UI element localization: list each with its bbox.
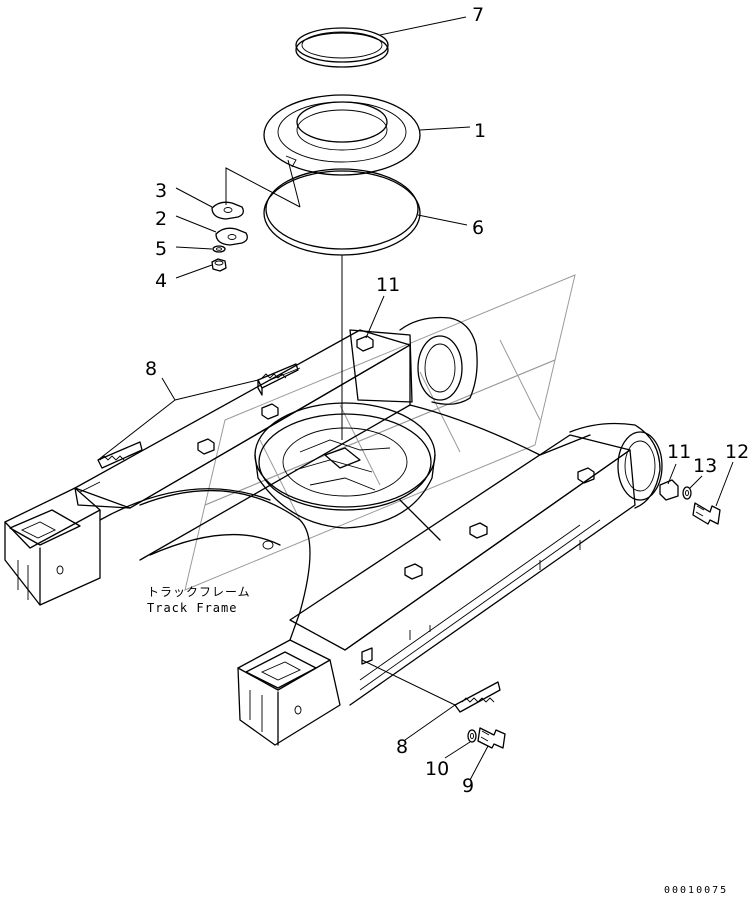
document-id: 00010075 <box>664 885 728 896</box>
part-1-seal <box>263 94 421 176</box>
callout-11-top: 11 <box>376 274 400 296</box>
callout-5: 5 <box>155 238 167 260</box>
part-6-o-ring <box>263 168 421 256</box>
stud-marker <box>285 155 297 168</box>
callout-3: 3 <box>155 180 167 202</box>
part-5-washer <box>212 245 226 253</box>
part-3-plate <box>211 201 244 220</box>
part-9-bolt <box>477 727 506 749</box>
callout-9: 9 <box>462 775 474 797</box>
part-4-nut <box>211 258 227 272</box>
callout-12: 12 <box>725 441 749 463</box>
part-8-guard-lower <box>361 647 501 713</box>
assembly-line <box>225 159 301 208</box>
leader-lines <box>97 16 734 781</box>
caption-japanese: トラックフレーム <box>147 585 251 599</box>
part-8-guard-upper <box>97 363 299 469</box>
callout-8-upper: 8 <box>145 358 157 380</box>
callout-13: 13 <box>693 455 717 477</box>
caption-english: Track Frame <box>147 601 237 615</box>
track-frame <box>4 316 663 746</box>
watermark <box>184 274 576 591</box>
callout-1: 1 <box>474 120 486 142</box>
part-12-bolt <box>692 502 721 525</box>
callouts: 7 1 3 2 6 5 4 11 8 11 13 12 8 10 9 <box>145 4 749 797</box>
callout-6: 6 <box>472 217 484 239</box>
part-2-gasket <box>215 227 248 246</box>
part-10-washer <box>467 729 477 743</box>
callout-10: 10 <box>425 758 449 780</box>
callout-11-right: 11 <box>667 441 691 463</box>
callout-4: 4 <box>155 270 167 292</box>
callout-8-lower: 8 <box>396 736 408 758</box>
part-7-ring <box>295 27 389 68</box>
callout-7: 7 <box>472 4 484 26</box>
callout-2: 2 <box>155 208 167 230</box>
part-13-washer <box>682 486 692 500</box>
part-11-plate-right <box>659 479 679 501</box>
